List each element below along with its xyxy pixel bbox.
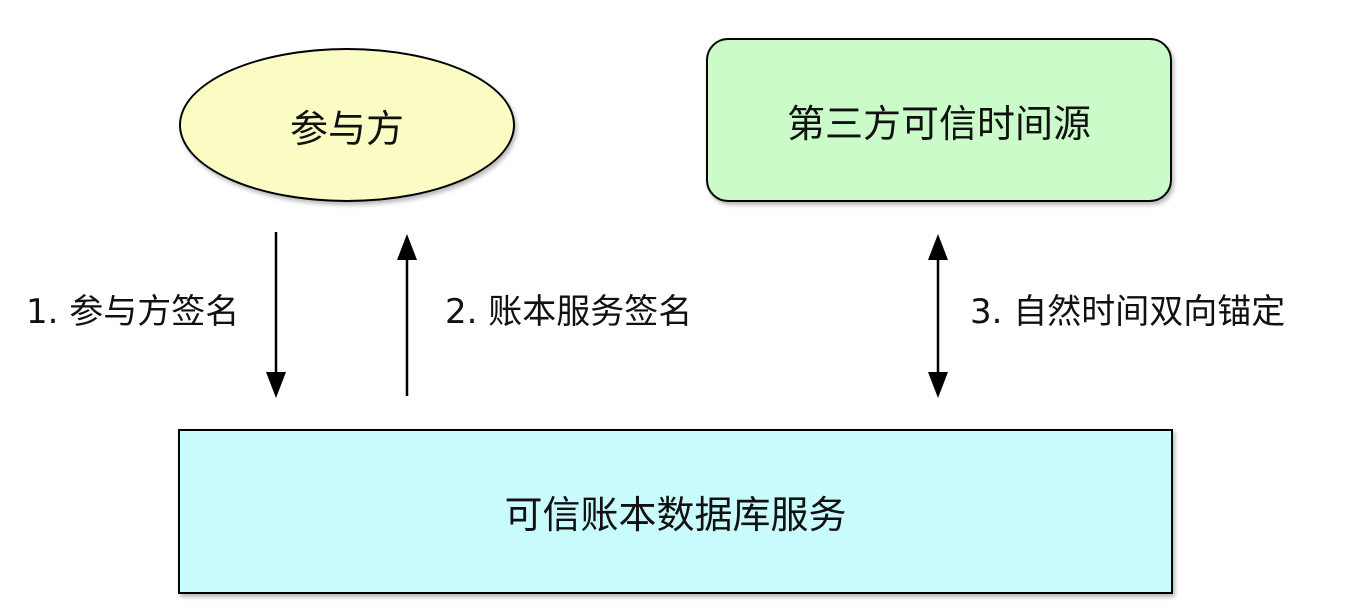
participant-label: 参与方 [289, 106, 404, 151]
time-source-node: 第三方可信时间源 [706, 38, 1172, 202]
participant-sign-label: 1. 参与方签名 [26, 292, 240, 332]
ledger-sign-arrow [397, 234, 417, 396]
time-source-label: 第三方可信时间源 [786, 101, 1091, 146]
ledger-service-label: 可信账本数据库服务 [504, 493, 847, 537]
time-anchor-arrow [928, 234, 948, 398]
time-anchor-label: 3. 自然时间双向锚定 [970, 292, 1286, 332]
participant-sign-arrow [266, 232, 286, 398]
ledger-sign-label: 2. 账本服务签名 [445, 292, 693, 332]
participant-node: 参与方 [179, 48, 515, 202]
ledger-service-node: 可信账本数据库服务 [178, 429, 1173, 594]
